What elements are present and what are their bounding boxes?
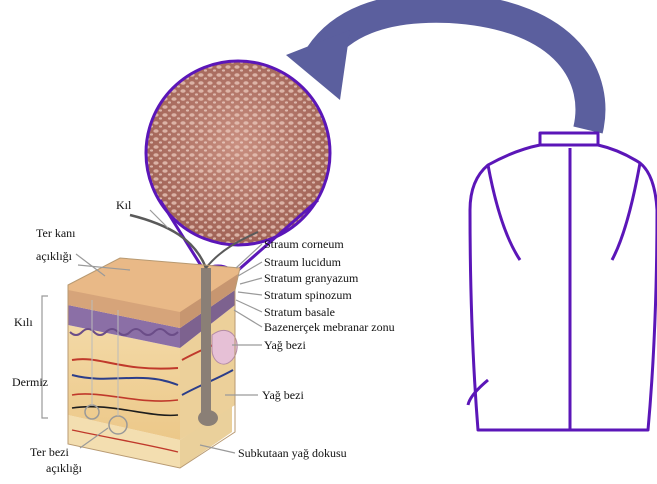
label-subcutaneous-fat: Subkutaan yağ dokusu	[238, 446, 347, 460]
jacket-outline	[468, 133, 657, 430]
label-epidermis: Kılı	[14, 315, 33, 329]
label-sweat-gland: Ter bezi	[30, 445, 69, 459]
label-sweat-duct: Ter kanı	[36, 226, 75, 240]
label-stratum-lucidum: Straum lucidum	[264, 255, 341, 269]
label-basement-membrane: Bazenerçek mebranar zonu	[264, 320, 395, 334]
label-sweat-duct-opening: açıklığı	[36, 249, 72, 263]
label-sweat-gland-opening: açıklığı	[46, 461, 82, 475]
label-stratum-spinosum: Stratum spinozum	[264, 288, 352, 302]
label-dermis: Dermiz	[12, 375, 48, 389]
label-sebaceous-gland-1: Yağ bezi	[264, 338, 306, 352]
label-stratum-corneum: Straum corneum	[264, 237, 344, 251]
curved-arrow	[286, 8, 590, 130]
label-stratum-basale: Stratum basale	[264, 305, 335, 319]
label-sebaceous-gland-2: Yağ bezi	[262, 388, 304, 402]
label-hair-top: Kıl	[116, 198, 131, 212]
skin-block	[68, 215, 258, 468]
label-stratum-granulosum: Stratum granyazum	[264, 271, 358, 285]
